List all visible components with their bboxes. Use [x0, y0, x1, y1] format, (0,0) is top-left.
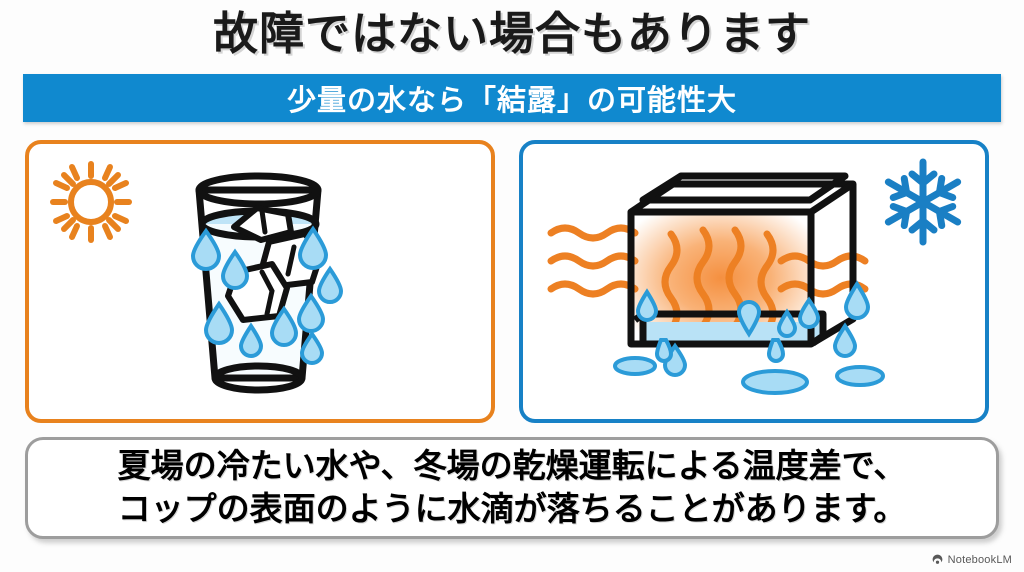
summer-cold-glass-panel [25, 140, 495, 423]
aircon-illustration [547, 158, 962, 395]
snowflake-icon [884, 158, 962, 246]
notebooklm-logo-icon [932, 554, 942, 564]
condensation-droplets [190, 225, 344, 365]
ice-cube-facets [259, 208, 297, 317]
watermark-label: NotebookLM [947, 553, 1012, 566]
subtitle-text: 少量の水なら「結露」の可能性大 [286, 85, 737, 117]
subtitle-banner: 少量の水なら「結露」の可能性大 [23, 74, 1001, 122]
watermark: NotebookLM [931, 553, 1012, 566]
water-puddles [613, 356, 885, 395]
caption-line-1: 夏場の冷たい水や、冬場の乾燥運転による温度差で、 [117, 447, 907, 485]
caption-box: 夏場の冷たい水や、冬場の乾燥運転による温度差で、 コップの表面のように水滴が落ち… [25, 437, 999, 539]
heat-waves-left [547, 224, 639, 298]
glass-illustration [50, 161, 344, 394]
sun-icon [50, 161, 132, 243]
caption-line-2: コップの表面のように水滴が落ちることがあります。 [117, 490, 907, 527]
winter-dry-aircon-panel [519, 140, 989, 423]
water-droplets [635, 280, 871, 377]
page-title: 故障ではない場合もあります [212, 8, 811, 59]
